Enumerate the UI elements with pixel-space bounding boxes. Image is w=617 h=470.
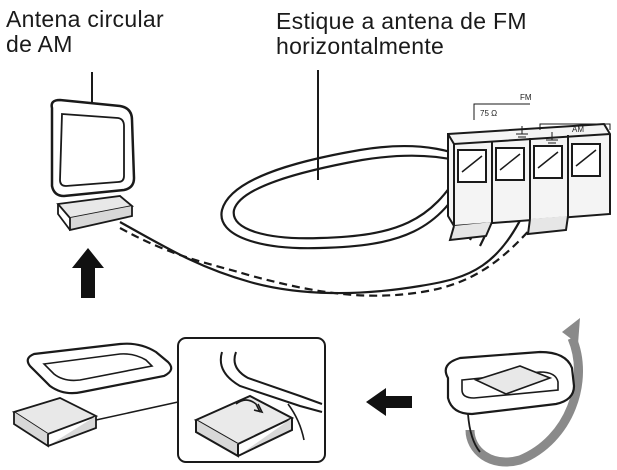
am-twisted-wire: [119, 199, 549, 297]
am-loop-antenna-folded: [444, 318, 583, 467]
am-loop-antenna-assembled: [11, 342, 173, 448]
zoom-callout-line: [95, 401, 179, 421]
fm-impedance-label: 75 Ω: [480, 109, 497, 118]
antenna-terminal-block: [447, 122, 611, 242]
detail-zoom-panel: [177, 337, 326, 463]
fm-antenna-label: Estique a antena de FM horizontalmente: [276, 8, 527, 59]
ground-symbol-icon: [546, 132, 558, 144]
am-terminal-label: AM: [572, 125, 584, 134]
fm-terminal-label: FM: [520, 93, 532, 102]
left-arrow-icon: [366, 388, 412, 416]
am-loop-antenna-standing: [50, 98, 136, 232]
ground-symbol-icon: [516, 126, 528, 138]
up-arrow-icon: [72, 248, 104, 298]
am-antenna-label: Antena circular de AM: [6, 6, 164, 57]
terminal-labels: FM 75 Ω AM: [473, 93, 611, 144]
